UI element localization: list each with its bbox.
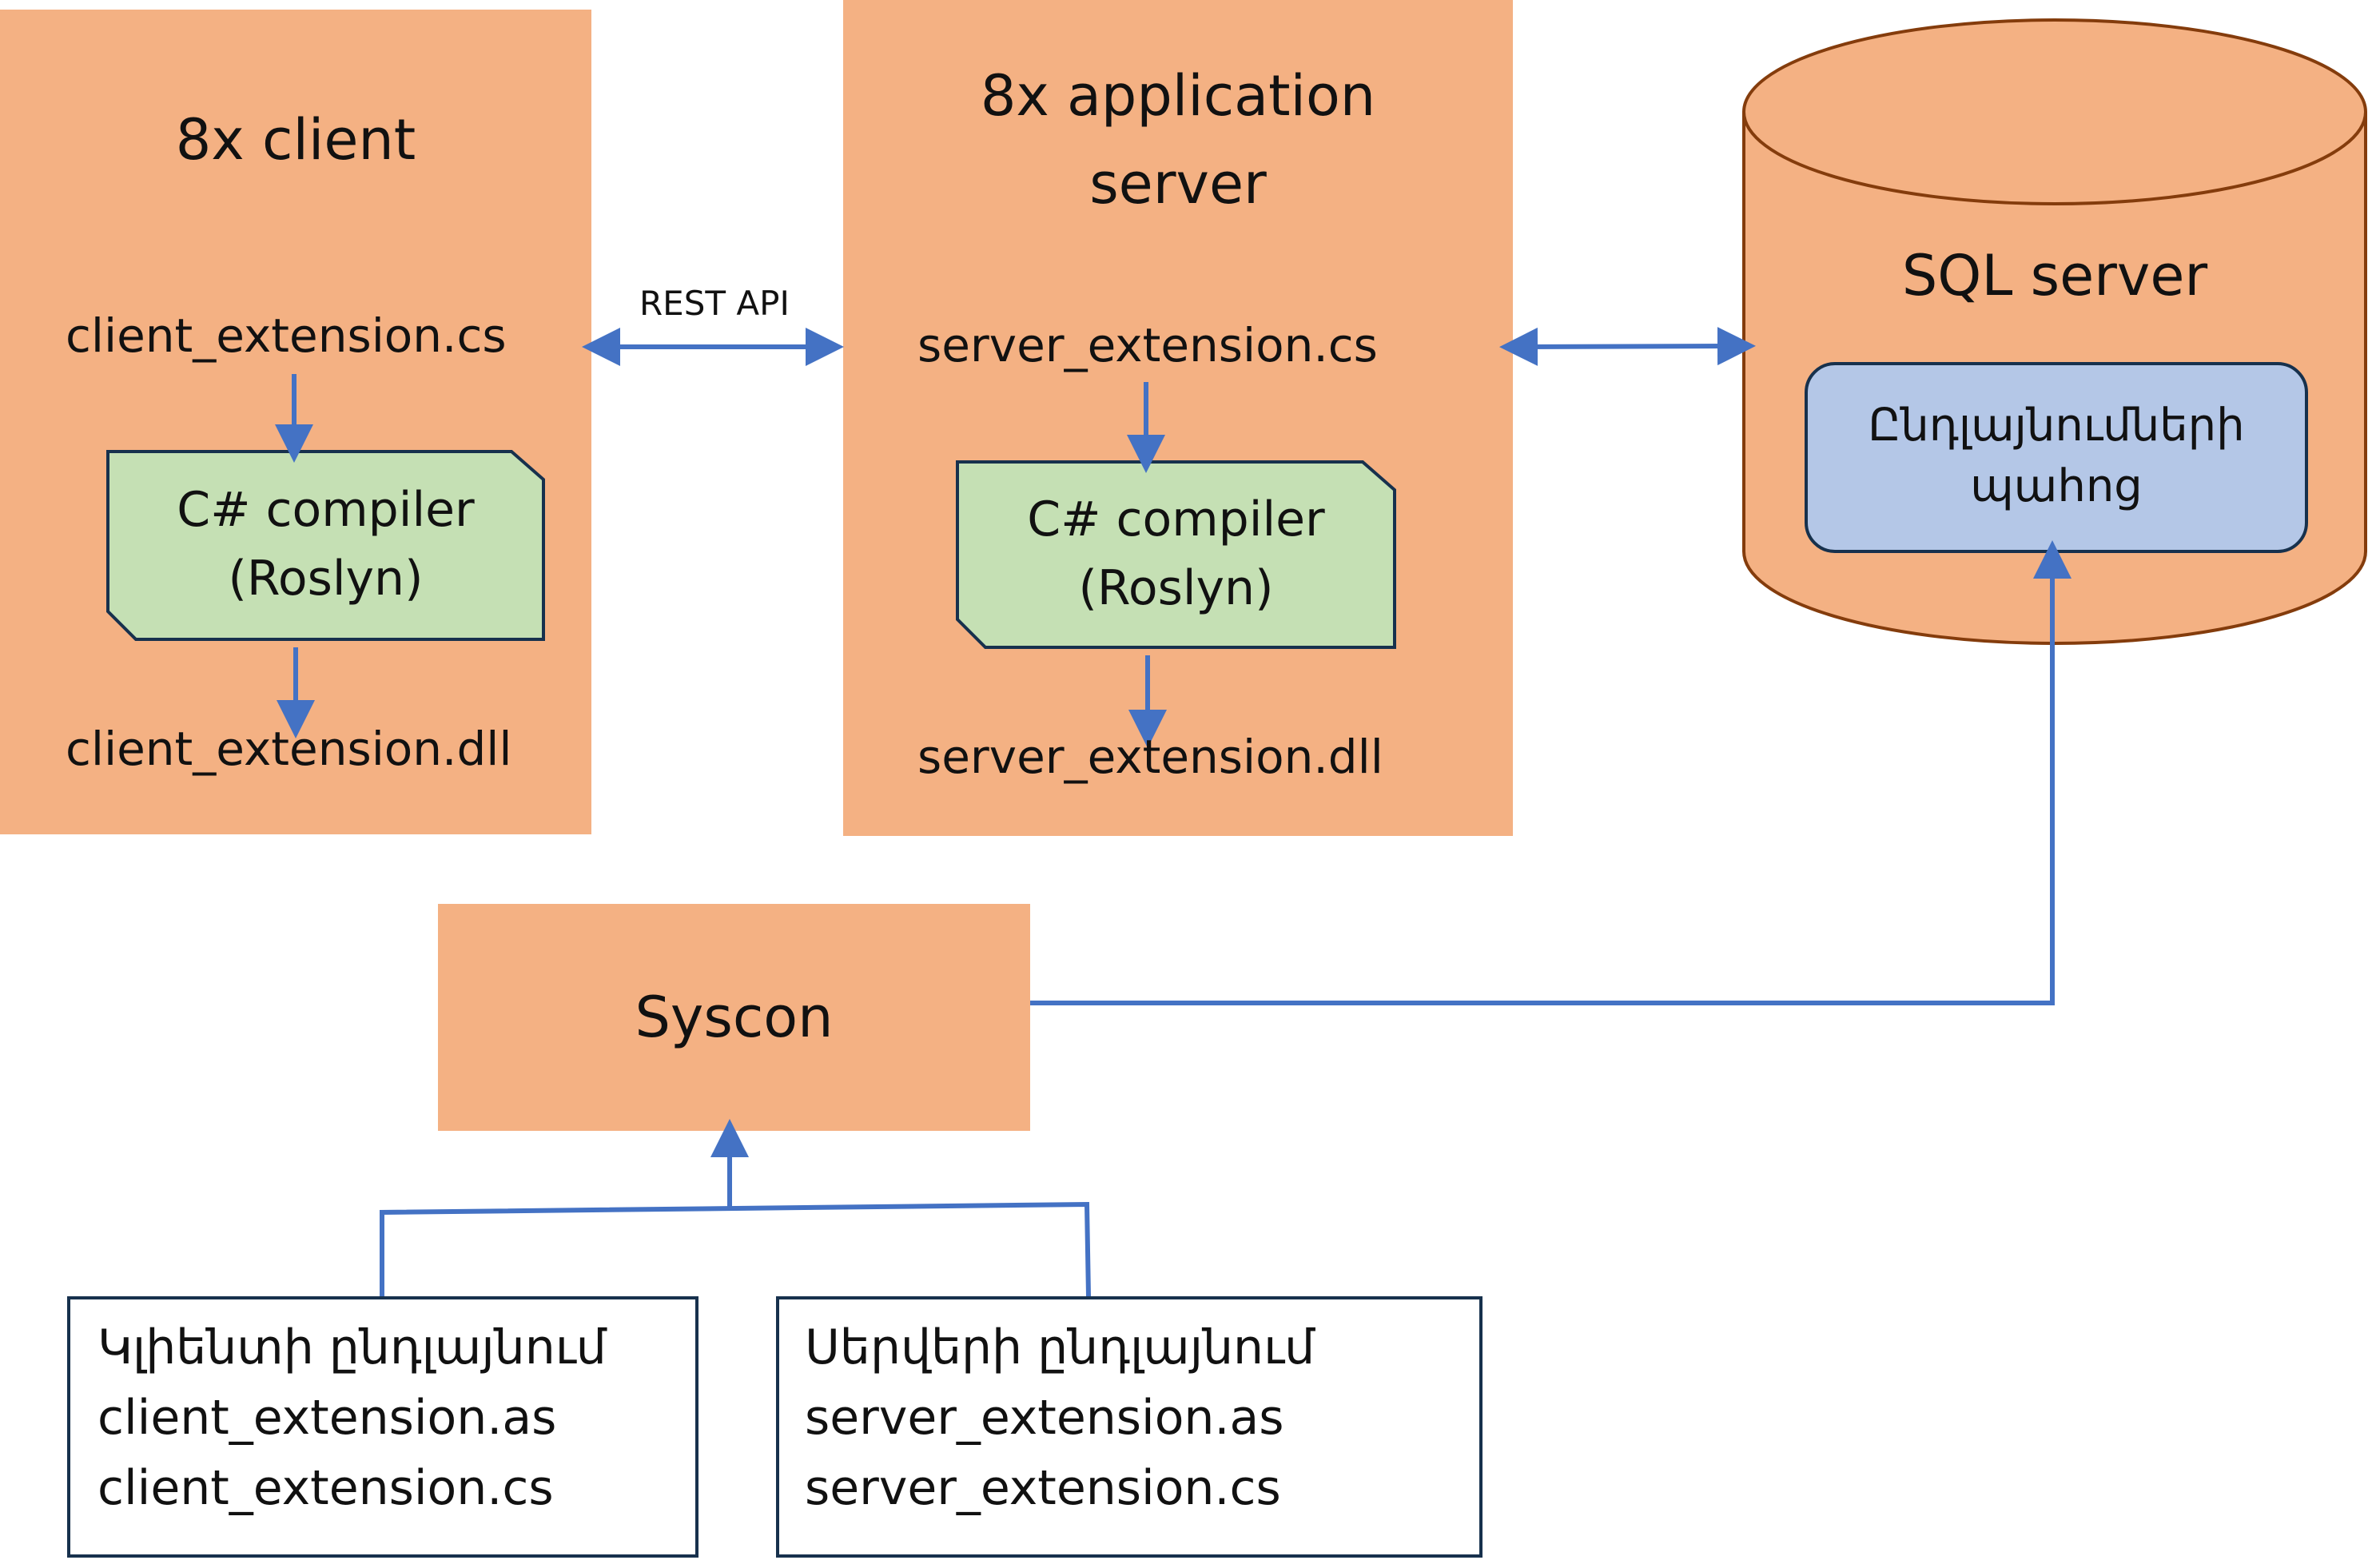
client-output-file: client_extension.dll (66, 722, 512, 776)
client-extension-title: Կլիենտի ընդլայնում (98, 1319, 607, 1375)
client-extension-file1: client_extension.as (98, 1390, 557, 1446)
app-server-panel (843, 0, 1513, 836)
app-to-sql-double-arrow (1499, 327, 1756, 366)
client-compiler-line1: C# compiler (177, 482, 475, 538)
client-extension-box: Կլիենտի ընդլայնում client_extension.as c… (67, 1296, 698, 1558)
server-extension-file2: server_extension.cs (805, 1460, 1281, 1516)
extension-storage-label: Ընդլայնումների պահոց (1806, 396, 2306, 517)
sql-server-title: SQL server (1901, 243, 2208, 308)
server-compiler-label: C# compiler (Roslyn) (957, 485, 1395, 623)
client-extension-connector (380, 1201, 1091, 1297)
syscon-panel (438, 904, 1030, 1131)
server-source-file: server_extension.cs (917, 318, 1378, 372)
server-compiler-line1: C# compiler (1027, 491, 1325, 547)
client-extension-file2: client_extension.cs (98, 1460, 554, 1516)
server-output-file: server_extension.dll (917, 730, 1383, 784)
syscon-label: Syscon (635, 985, 834, 1050)
app-server-title-line2: server (1089, 151, 1267, 217)
app-server-title: 8x application server (843, 52, 1513, 228)
client-compiler-label: C# compiler (Roslyn) (108, 476, 543, 613)
app-server-title-line1: 8x application (980, 63, 1376, 129)
server-compiler-shape (956, 460, 1396, 649)
extension-storage-line2: պահոց (1970, 460, 2143, 512)
server-extension-box: Սերվերի ընդլայնում server_extension.as s… (776, 1296, 1482, 1558)
extension-storage-line1: Ընդլայնումների (1868, 400, 2245, 452)
client-title: 8x client (175, 107, 416, 173)
server-compiler-line2: (Roslyn) (1078, 560, 1274, 616)
server-extension-title: Սերվերի ընդլայնում (805, 1319, 1315, 1375)
client-compiler-shape (106, 450, 545, 641)
syscon-to-storage-connector (1030, 540, 2072, 1005)
rest-api-label: REST API (639, 284, 790, 323)
server-extension-file1: server_extension.as (805, 1390, 1284, 1446)
client-source-file: client_extension.cs (66, 308, 507, 363)
client-compiler-line2: (Roslyn) (228, 551, 424, 607)
